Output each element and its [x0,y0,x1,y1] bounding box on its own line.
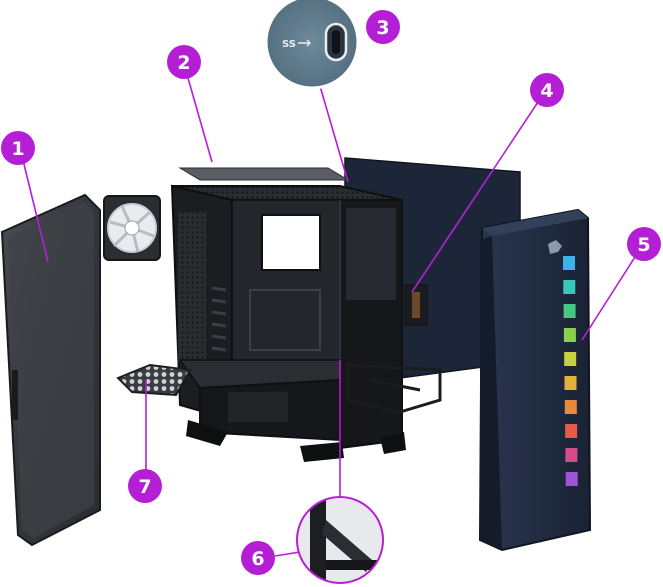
rgb-led-segment [563,256,575,270]
leader-line-3 [319,85,349,183]
rgb-led-segment [565,472,578,486]
svg-text:2: 2 [177,52,190,74]
callout-badge-4: 4 [530,73,564,107]
callout-badge-2: 2 [167,45,201,79]
rgb-led-segment [565,448,578,462]
rgb-led-segment [563,328,576,342]
callout-badge-5: 5 [627,227,661,261]
leader-line-1 [19,147,49,263]
svg-text:3: 3 [376,17,389,39]
rgb-led-segment [563,304,576,318]
gpu-support-detail-callout [296,496,384,584]
svg-text:4: 4 [540,80,553,102]
leader-line-5 [581,245,643,341]
lower-mount-bracket [346,363,442,414]
rgb-led-segment [564,400,577,414]
svg-text:1: 1 [11,138,24,160]
psu-shroud-filter [116,363,192,397]
dragon-logo-icon [548,240,562,254]
rgb-led-segment [563,280,576,294]
usb-detail-callout: SS [264,0,360,90]
svg-text:6: 6 [251,548,264,570]
callout-badge-3: 3 [366,10,400,44]
leader-line-6b [274,551,301,557]
callout-badge-7: 7 [128,469,162,503]
rgb-led-segment [565,424,578,438]
rgb-led-segment [564,352,577,366]
vertical-gpu-bracket [404,284,428,326]
side-glass-panel [0,193,101,547]
usb-superspeed-icon: SS [282,39,311,50]
leader-line-2 [183,63,213,163]
main-chassis [170,184,406,462]
leader-lines [19,63,643,557]
front-panel [478,208,592,552]
svg-text:SS: SS [282,39,296,50]
leader-line-4 [411,89,547,293]
rgb-led-strip [563,256,578,486]
top-dust-filter [178,167,350,181]
callout-badge-6: 6 [241,541,275,575]
svg-text:7: 7 [138,476,151,498]
callout-badge-1: 1 [1,131,35,165]
svg-text:5: 5 [637,234,650,256]
rgb-led-segment [564,376,577,390]
case-fan [103,195,161,261]
